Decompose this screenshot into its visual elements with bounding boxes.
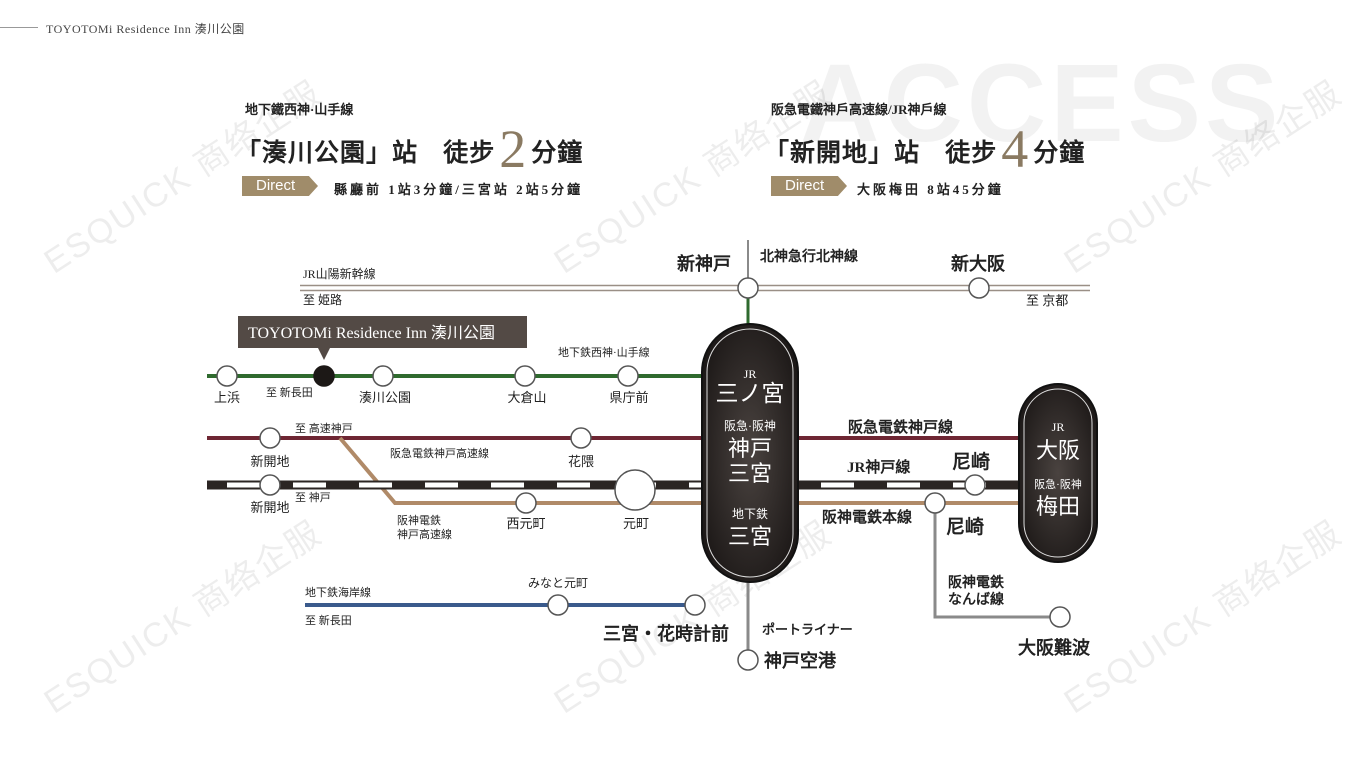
label-kobe-airport: 神戸空港	[764, 650, 837, 671]
station-motomachi[interactable]	[614, 469, 656, 511]
station-kencho-mae[interactable]	[617, 365, 639, 387]
hankyu-to: 至 高速神戸	[295, 421, 353, 435]
station-shinkaichi-jr[interactable]	[259, 474, 281, 496]
label-motomachi: 元町	[623, 516, 649, 531]
label-nishi-motomachi: 西元町	[506, 516, 545, 531]
left-station: 「湊川公園」站	[236, 140, 419, 167]
station-shin-osaka[interactable]	[968, 277, 990, 299]
osaka-jr-name: 大阪	[1036, 438, 1080, 463]
sannomiya-jr-name: 三ノ宮	[716, 381, 785, 406]
shin-osaka-label: 新大阪	[951, 253, 1006, 274]
kaigan-to: 至 新長田	[305, 613, 352, 627]
hankyu-label-right: 阪急電鉄神戸線	[848, 418, 953, 436]
label-kencho-mae: 県庁前	[609, 390, 648, 405]
station-amagasaki-hanshin[interactable]	[924, 492, 946, 514]
hanshin-label-right: 阪神電鉄本線	[822, 508, 912, 526]
hanshin-label-left-1: 阪神電鉄	[397, 513, 441, 527]
station-okurayama[interactable]	[514, 365, 536, 387]
sannomiya-hh-name-1: 神戸	[728, 436, 772, 461]
station-minatogawa-koen[interactable]	[372, 365, 394, 387]
label-shinkaichi-jr: 新開地	[250, 500, 289, 515]
hotel-callout: TOYOTOMi Residence Inn 湊川公園	[238, 316, 527, 360]
left-direct-text: 縣廳前 1站3分鐘/三宮站 2站5分鐘	[334, 182, 584, 197]
right-walk-prefix: 徒步	[945, 140, 998, 167]
watermark-title: ACCESS	[800, 42, 1283, 165]
right-station: 「新開地」站	[764, 140, 921, 167]
right-direct-text: 大阪梅田 8站45分鐘	[857, 182, 1004, 197]
sannomiya-hh: 阪急·阪神	[724, 418, 776, 433]
station-osaka-namba[interactable]	[1049, 606, 1071, 628]
label-minatogawa-koen: 湊川公園	[359, 390, 411, 405]
label-osaka-namba: 大阪難波	[1018, 637, 1091, 658]
station-shin-kobe[interactable]	[737, 277, 759, 299]
shin-kobe-label: 新神戸	[677, 253, 731, 274]
label-hanakuma: 花隈	[568, 454, 594, 469]
left-line-name: 地下鐵西神·山手線	[245, 102, 354, 117]
osaka-hh: 阪急·阪神	[1034, 477, 1082, 491]
hotel-callout-text: TOYOTOMi Residence Inn 湊川公園	[248, 324, 495, 342]
left-walk-suffix: 分鐘	[531, 140, 584, 167]
seishin-label: 地下鉄西神·山手線	[558, 345, 650, 359]
left-minutes: 2	[499, 119, 528, 179]
brand-logo: TOYOTOMi Residence Inn 湊川公園	[46, 22, 245, 36]
namba-label-2: なんば線	[948, 591, 1004, 608]
left-walk-prefix: 徒步	[443, 140, 496, 167]
station-kamisawa[interactable]	[216, 365, 238, 387]
right-walk-suffix: 分鐘	[1033, 140, 1086, 167]
sannomiya-sub-name: 三宮	[728, 524, 772, 549]
label-amagasaki-jr: 尼崎	[952, 450, 990, 473]
jr-to: 至 神戸	[295, 490, 331, 504]
hanshin-line	[338, 436, 1025, 505]
brand-divider	[0, 27, 38, 28]
seishin-to: 至 新長田	[266, 385, 313, 399]
shinkansen-to-west: 至 姫路	[303, 292, 342, 307]
station-kobe-airport[interactable]	[737, 649, 759, 671]
label-okurayama: 大倉山	[507, 390, 546, 405]
label-kamisawa: 上浜	[214, 390, 240, 405]
hanshin-label-left-2: 神戸高速線	[397, 527, 452, 541]
namba-line	[933, 503, 1060, 619]
hokushin-label: 北神急行北神線	[760, 248, 858, 265]
station-shinkaichi-hankyu[interactable]	[259, 427, 281, 449]
sannomiya-hub[interactable]	[701, 323, 799, 583]
label-minato-motomachi: みなと元町	[528, 576, 588, 590]
shinkansen-to-east: 至 京都	[1026, 293, 1068, 308]
shinkansen-label: JR山陽新幹線	[303, 266, 376, 281]
station-nishi-motomachi[interactable]	[515, 492, 537, 514]
osaka-jr: JR	[1052, 420, 1065, 434]
hotel-location-marker[interactable]	[313, 365, 335, 387]
hankyu-label-left: 阪急電鉄神戸高速線	[390, 446, 489, 460]
label-hanadokei-mae: 三宮・花時計前	[603, 623, 729, 644]
station-hanakuma[interactable]	[570, 427, 592, 449]
label-amagasaki-hanshin: 尼崎	[946, 515, 984, 538]
namba-label-1: 阪神電鉄	[948, 574, 1005, 591]
kaigan-label: 地下鉄海岸線	[305, 585, 371, 599]
station-minato-motomachi[interactable]	[547, 594, 569, 616]
jr-kobe-label: JR神戸線	[847, 458, 910, 476]
left-direct-badge: Direct	[242, 176, 318, 196]
label-shinkaichi-hankyu: 新開地	[250, 454, 289, 469]
right-minutes: 4	[1001, 119, 1030, 179]
portliner-label: ポートライナー	[762, 622, 853, 637]
sannomiya-sub: 地下鉄	[732, 506, 768, 521]
station-hanadokei-mae[interactable]	[684, 594, 706, 616]
sannomiya-jr: JR	[744, 367, 757, 381]
sannomiya-hh-name-2: 三宮	[728, 461, 772, 486]
station-amagasaki-jr[interactable]	[964, 474, 986, 496]
right-direct-badge: Direct	[771, 176, 847, 196]
osaka-hub[interactable]	[1018, 383, 1098, 563]
osaka-hh-name: 梅田	[1036, 494, 1080, 519]
shinkansen-line	[300, 284, 1090, 292]
right-line-name: 阪急電鐵神戶高速線/JR神戶線	[771, 102, 947, 117]
